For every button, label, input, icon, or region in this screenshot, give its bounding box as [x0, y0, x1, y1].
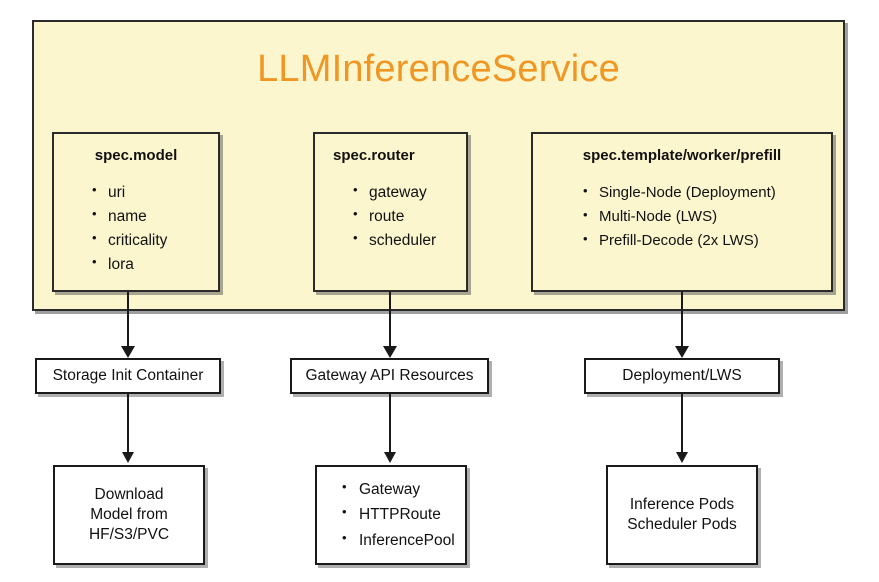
arrowhead-icon	[122, 452, 134, 463]
inference-pods-label: Inference Pods Scheduler Pods	[627, 495, 736, 535]
list-item: Single-Node (Deployment)	[581, 179, 817, 205]
arrowhead-icon	[675, 346, 689, 358]
arrowhead-icon	[384, 452, 396, 463]
gateway-resources-list: Gateway HTTPRoute InferencePool	[317, 476, 455, 553]
gateway-api-resources-box[interactable]: Gateway API Resources	[290, 358, 489, 394]
list-item: Gateway	[341, 476, 455, 502]
arrowhead-icon	[121, 346, 135, 358]
list-item: Multi-Node (LWS)	[581, 204, 817, 229]
list-item: name	[90, 204, 204, 229]
spec-template-title: spec.template/worker/prefill	[582, 147, 782, 164]
gateway-api-resources-label: Gateway API Resources	[305, 367, 474, 385]
deployment-lws-box[interactable]: Deployment/LWS	[584, 358, 780, 394]
spec-model-box[interactable]: spec.model uri name criticality lora	[52, 132, 220, 292]
download-model-line-3: HF/S3/PVC	[88, 525, 170, 543]
download-model-label: Download Model from HF/S3/PVC	[89, 485, 169, 544]
inference-pods-line-1: Inference Pods	[629, 496, 735, 514]
list-item: HTTPRoute	[341, 501, 455, 527]
list-item: lora	[90, 252, 204, 277]
list-item: criticality	[90, 228, 204, 253]
spec-router-box[interactable]: spec.router gateway route scheduler	[313, 132, 468, 292]
spec-router-title: spec.router	[333, 147, 415, 164]
spec-template-box[interactable]: spec.template/worker/prefill Single-Node…	[531, 132, 833, 292]
list-item: route	[351, 204, 452, 229]
storage-init-container-label: Storage Init Container	[52, 367, 204, 385]
arrowhead-icon	[383, 346, 397, 358]
inference-pods-box[interactable]: Inference Pods Scheduler Pods	[606, 465, 758, 565]
spec-model-list: uri name criticality lora	[90, 179, 204, 277]
page-title: LLMInferenceService	[257, 48, 620, 90]
spec-model-title: spec.model	[94, 147, 178, 164]
list-item: gateway	[351, 179, 452, 205]
deployment-lws-label: Deployment/LWS	[622, 367, 742, 385]
list-item: uri	[90, 179, 204, 205]
list-item: Prefill-Decode (2x LWS)	[581, 228, 817, 253]
storage-init-container-box[interactable]: Storage Init Container	[35, 358, 221, 394]
list-item: scheduler	[351, 228, 452, 253]
download-model-box[interactable]: Download Model from HF/S3/PVC	[53, 465, 205, 565]
inference-pods-line-2: Scheduler Pods	[627, 516, 737, 533]
spec-router-list: gateway route scheduler	[351, 179, 452, 253]
list-item: InferencePool	[341, 527, 455, 553]
download-model-line-2: Model from	[90, 506, 168, 524]
arrowhead-icon	[676, 452, 688, 463]
download-model-line-1: Download	[94, 486, 164, 504]
spec-template-list: Single-Node (Deployment) Multi-Node (LWS…	[581, 179, 817, 254]
gateway-resources-box[interactable]: Gateway HTTPRoute InferencePool	[315, 465, 467, 565]
